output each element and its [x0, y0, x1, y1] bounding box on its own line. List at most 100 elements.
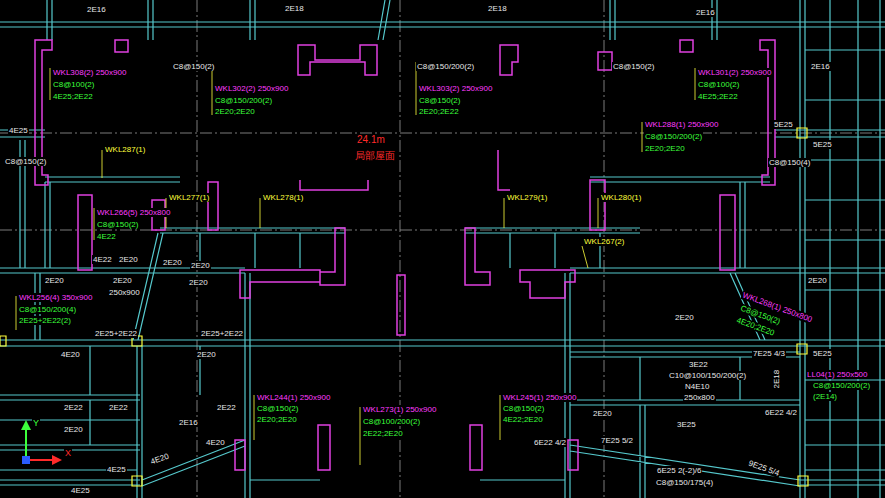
- beam-name: WKL301(2) 250x900: [697, 68, 772, 77]
- rebar-annotation: C8@150(2): [418, 96, 461, 105]
- rebar-annotation: C8@150/200(2): [812, 381, 871, 390]
- rebar-annotation: C8@150(4): [768, 158, 811, 167]
- rebar-annotation: 2E20: [674, 313, 695, 322]
- rebar-annotation: 2E20: [63, 425, 84, 434]
- rebar-annotation: 2E18: [487, 4, 508, 13]
- rebar-annotation: C8@150/200(4): [18, 305, 77, 314]
- rebar-annotation: 2E22: [216, 403, 237, 412]
- rebar-annotation: 2E20: [592, 409, 613, 418]
- rebar-annotation: C8@150(2): [502, 404, 545, 413]
- rebar-annotation: 2E25+2E22: [200, 329, 244, 338]
- rebar-annotation: C10@100/150/200(2): [668, 371, 747, 380]
- rebar-annotation: 2E20: [162, 258, 183, 267]
- rebar-annotation: WKL277(1): [168, 193, 210, 202]
- rebar-annotation: 4E25: [70, 486, 91, 495]
- origin-marker: [22, 456, 30, 464]
- beam-name: WKL256(4) 350x900: [18, 293, 93, 302]
- beam-name: WKL302(2) 250x900: [214, 84, 289, 93]
- rebar-annotation: C8@150/200(2): [214, 96, 273, 105]
- beam-name: WKL288(1) 250x900: [644, 120, 719, 129]
- rebar-annotation: 2E20: [44, 276, 65, 285]
- rebar-annotation: 2E25+2E22: [94, 329, 138, 338]
- rebar-annotation: C8@100(2): [697, 80, 740, 89]
- rebar-annotation: 2E20: [196, 350, 217, 359]
- rebar-annotation: C8@150/175(4): [655, 478, 714, 487]
- rebar-annotation: 4E20: [205, 438, 226, 447]
- rebar-annotation: 6E22 4/2: [533, 438, 567, 447]
- column: [0, 128, 808, 486]
- rebar-annotation: 2E16: [178, 418, 199, 427]
- leader-line: [16, 62, 695, 465]
- rebar-annotation: 2E20: [118, 255, 139, 264]
- rebar-annotation: 2E20;2E20: [256, 415, 298, 424]
- rebar-annotation: C8@150(2): [96, 220, 139, 229]
- rebar-annotation: 2E20;2E20: [644, 144, 686, 153]
- rebar-annotation: C8@150(2): [612, 62, 655, 71]
- rebar-annotation: 2E20;2E22: [418, 107, 460, 116]
- rebar-annotation: 7E25 5/2: [600, 436, 634, 445]
- rebar-annotation: 2E20: [112, 276, 133, 285]
- rebar-annotation: 5E25: [812, 140, 833, 149]
- rebar-annotation: N4E10: [684, 382, 710, 391]
- rebar-annotation: 2E20: [807, 276, 828, 285]
- beam-name: LL04(1) 250x500: [806, 370, 869, 379]
- beam-name: WKL266(5) 250x800: [96, 208, 171, 217]
- rebar-annotation: (2E14): [812, 392, 838, 401]
- rebar-annotation: 4E25;2E22: [52, 92, 94, 101]
- rebar-annotation: 5E25: [773, 120, 794, 129]
- y-arrowhead: [21, 420, 31, 430]
- rebar-annotation: 2E20;2E20: [214, 107, 256, 116]
- x-axis: [26, 459, 54, 461]
- beam-name: WKL303(2) 250x900: [418, 84, 493, 93]
- rebar-annotation: Y: [32, 418, 40, 428]
- rebar-annotation: 4E25: [8, 126, 29, 135]
- rebar-annotation: C8@150(2): [256, 404, 299, 413]
- rebar-annotation: WKL280(1): [600, 193, 642, 202]
- rebar-annotation: C8@150(2): [4, 157, 47, 166]
- y-axis: [25, 428, 27, 460]
- rebar-annotation: 250x800: [683, 393, 716, 402]
- rebar-annotation: 4E22: [96, 232, 117, 241]
- beam-name: WKL245(1) 250x900: [502, 393, 577, 402]
- rebar-annotation: 2E16: [695, 8, 716, 17]
- rebar-annotation: 2E16: [810, 62, 831, 71]
- axis-icon: [21, 420, 62, 465]
- rebar-annotation: 7E25 4/3: [752, 349, 786, 358]
- rebar-annotation: 2E18: [772, 369, 781, 390]
- x-arrowhead: [52, 455, 62, 465]
- rebar-annotation: 2E16: [86, 5, 107, 14]
- elevation-note: X: [64, 448, 72, 458]
- rebar-annotation: 4E20: [148, 451, 171, 467]
- rebar-annotation: 6E25 2(-2)/6: [656, 466, 702, 475]
- rebar-annotation: 2E25+2E22(2): [18, 316, 72, 325]
- rebar-annotation: 250x900: [108, 288, 141, 297]
- rebar-annotation: 2E22;2E20: [362, 429, 404, 438]
- beam-name: WKL244(1) 250x900: [256, 393, 331, 402]
- rebar-annotation: C8@150/200(2): [416, 62, 475, 71]
- elevation-note: 局部屋面: [354, 150, 396, 161]
- rebar-annotation: 4E25;2E22: [697, 92, 739, 101]
- rebar-annotation: WKL279(1): [506, 193, 548, 202]
- rebar-annotation: 4E22: [92, 255, 113, 264]
- rebar-annotation: 9E25 5/4: [746, 458, 781, 478]
- rebar-annotation: 2E20: [190, 261, 211, 270]
- shear-wall: [35, 40, 775, 470]
- rebar-annotation: C8@100/200(2): [362, 417, 421, 426]
- rebar-annotation: C8@150/200(2): [644, 132, 703, 141]
- rebar-annotation: 3E25: [676, 420, 697, 429]
- rebar-annotation: 4E22;2E20: [502, 415, 544, 424]
- rebar-annotation: WKL287(1): [104, 145, 146, 154]
- rebar-annotation: 2E22: [108, 403, 129, 412]
- rebar-annotation: C8@100(2): [52, 80, 95, 89]
- rebar-annotation: 2E22: [63, 403, 84, 412]
- elevation-note: 24.1m: [356, 134, 386, 145]
- rebar-annotation: WKL267(2): [583, 237, 625, 246]
- beam-name: WKL308(2) 250x900: [52, 68, 127, 77]
- beam-name: WKL273(1) 250x900: [362, 405, 437, 414]
- rebar-annotation: WKL278(1): [262, 193, 304, 202]
- rebar-annotation: 4E20: [60, 350, 81, 359]
- rebar-annotation: C8@150(2): [172, 62, 215, 71]
